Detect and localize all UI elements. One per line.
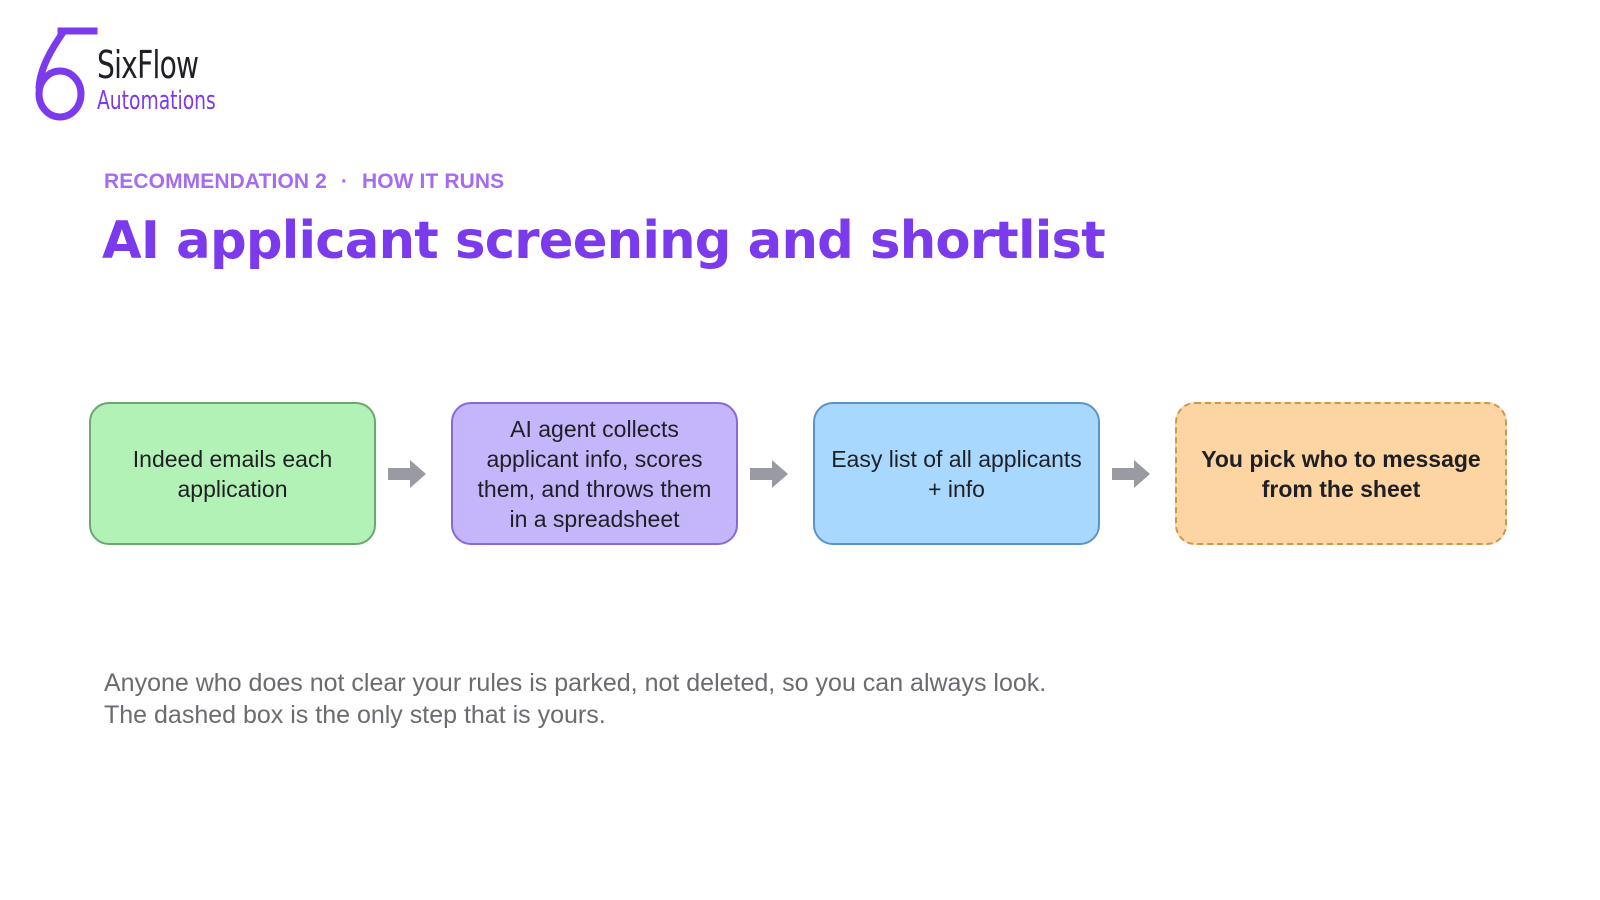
logo: SixFlow Automations xyxy=(34,26,244,122)
brand-subtitle: Automations xyxy=(97,86,216,116)
right-arrow-icon xyxy=(1112,460,1150,488)
page-title: AI applicant screening and shortlist xyxy=(102,211,1106,271)
flow-step-you-pick: You pick who to message from the sheet xyxy=(1175,402,1507,545)
six-logo-icon xyxy=(35,27,98,121)
eyebrow-topic: HOW IT RUNS xyxy=(361,170,505,193)
right-arrow-icon xyxy=(388,460,426,488)
right-arrow-icon xyxy=(750,460,788,488)
flow-step-ai-agent: AI agent collects applicant info, scores… xyxy=(451,402,738,545)
flow-step-label: Easy list of all applicants + info xyxy=(831,445,1082,502)
eyebrow: RECOMMENDATION 2 · HOW IT RUNS xyxy=(104,170,504,194)
footnote-line: Anyone who does not clear your rules is … xyxy=(104,669,1047,697)
footnote: Anyone who does not clear your rules is … xyxy=(104,667,1046,731)
flow-step-label: You pick who to message from the sheet xyxy=(1201,445,1481,502)
flow-step-label: Indeed emails each application xyxy=(132,445,333,502)
flow-step-indeed-email: Indeed emails each application xyxy=(89,402,376,545)
eyebrow-separator: · xyxy=(340,170,348,193)
eyebrow-section: RECOMMENDATION 2 xyxy=(104,170,327,193)
brand-name: SixFlow xyxy=(97,43,199,87)
footnote-line: The dashed box is the only step that is … xyxy=(104,701,606,729)
flow-step-applicant-list: Easy list of all applicants + info xyxy=(813,402,1100,545)
flow-step-label: AI agent collects applicant info, scores… xyxy=(477,415,712,532)
